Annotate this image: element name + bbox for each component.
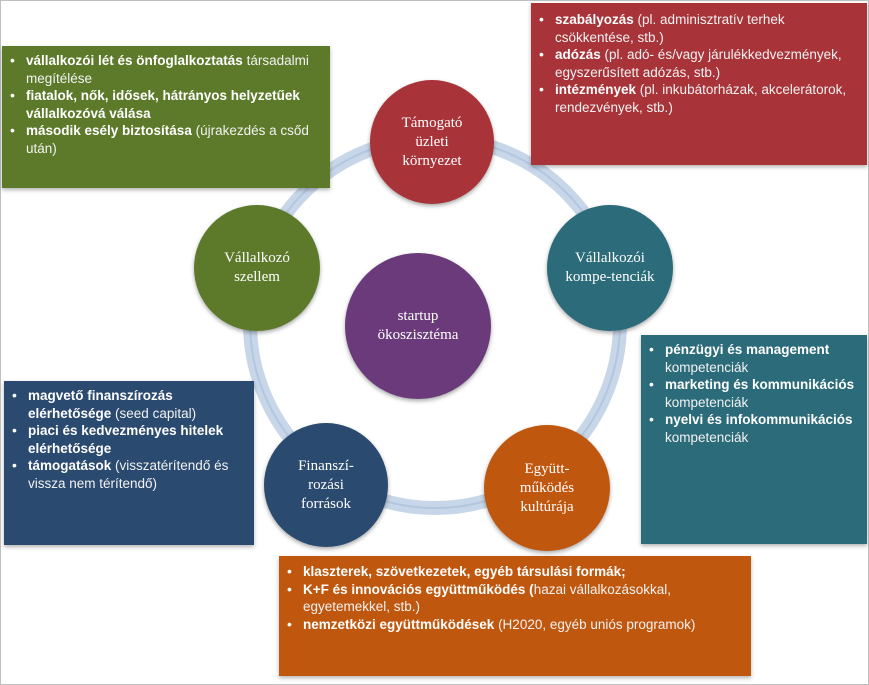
item-egyuttmukodes-1: klaszterek, szövetkezetek, egyéb társulá… (279, 563, 739, 581)
box-finanszirozasi-forrasok: magvető finanszírozás elérhetősége (seed… (4, 381, 254, 545)
node-label-finanszirozas: Finanszí-rozási források (298, 457, 354, 512)
list-finanszirozasi-forrasok: magvető finanszírozás elérhetősége (seed… (4, 387, 244, 492)
node-egyuttmukodes-kulturaja: Együtt-működés kultúrája (484, 425, 610, 551)
item-egyuttmukodes-3: nemzetközi együttműködések (H2020, egyéb… (279, 616, 739, 634)
item-szellem-1: vállalkozói lét és önfoglalkoztatás társ… (2, 52, 322, 87)
list-vallalkozoi-kompetenciak: pénzügyi és management kompetenciák mark… (641, 341, 857, 446)
node-finanszirozasi-forrasok: Finanszí-rozási források (264, 423, 388, 547)
node-tamogato-uzleti-kornyezet: Támogató üzleti környezet (370, 80, 494, 204)
node-startup-okoszisztema: startup ökoszisztéma (345, 253, 491, 399)
item-finanszirozas-3: támogatások (visszatérítendő és vissza n… (4, 457, 244, 492)
node-label-szellem: Vállalkozó szellem (224, 250, 290, 285)
list-vallalkozo-szellem: vállalkozói lét és önfoglalkoztatás társ… (2, 52, 322, 157)
item-tamogato-3: intézmények (pl. inkubátorházak, akceler… (531, 81, 857, 116)
item-finanszirozas-2: piaci és kedvezményes hitelek elérhetősé… (4, 422, 244, 457)
center-label: startup ökoszisztéma (377, 308, 459, 343)
item-finanszirozas-1: magvető finanszírozás elérhetősége (seed… (4, 387, 244, 422)
item-egyuttmukodes-2: K+F és innovációs együttműködés (hazai v… (279, 581, 739, 616)
node-label-tamogato: Támogató üzleti környezet (401, 114, 463, 169)
list-egyuttmukodes-kulturaja: klaszterek, szövetkezetek, egyéb társulá… (279, 563, 739, 633)
box-egyuttmukodes-kulturaja: klaszterek, szövetkezetek, egyéb társulá… (279, 556, 751, 676)
item-kompetencia-1: pénzügyi és management kompetenciák (641, 341, 857, 376)
item-kompetencia-3: nyelvi és infokommunikációs kompetenciák (641, 411, 857, 446)
node-label-kompetenciak: Vállalkozói kompe-tenciák (565, 250, 655, 285)
node-label-egyuttmukodes: Együtt-működés kultúrája (519, 460, 575, 515)
item-szellem-3: második esély biztosítása (újrakezdés a … (2, 122, 322, 157)
item-kompetencia-2: marketing és kommunikációs kompetenciák (641, 376, 857, 411)
box-vallalkozo-szellem: vállalkozói lét és önfoglalkoztatás társ… (2, 46, 330, 188)
box-vallalkozoi-kompetenciak: pénzügyi és management kompetenciák mark… (641, 335, 867, 544)
box-tamogato-kornyezet: szabályozás (pl. adminisztratív terhek c… (531, 3, 867, 165)
node-vallalkozo-szellem: Vállalkozó szellem (194, 205, 320, 331)
item-tamogato-1: szabályozás (pl. adminisztratív terhek c… (531, 11, 857, 46)
item-szellem-2: fiatalok, nők, idősek, hátrányos helyzet… (2, 87, 322, 122)
list-tamogato-kornyezet: szabályozás (pl. adminisztratív terhek c… (531, 11, 857, 116)
item-tamogato-2: adózás (pl. adó- és/vagy járulékkedvezmé… (531, 46, 857, 81)
node-vallalkozoi-kompetenciak: Vállalkozói kompe-tenciák (547, 205, 673, 331)
